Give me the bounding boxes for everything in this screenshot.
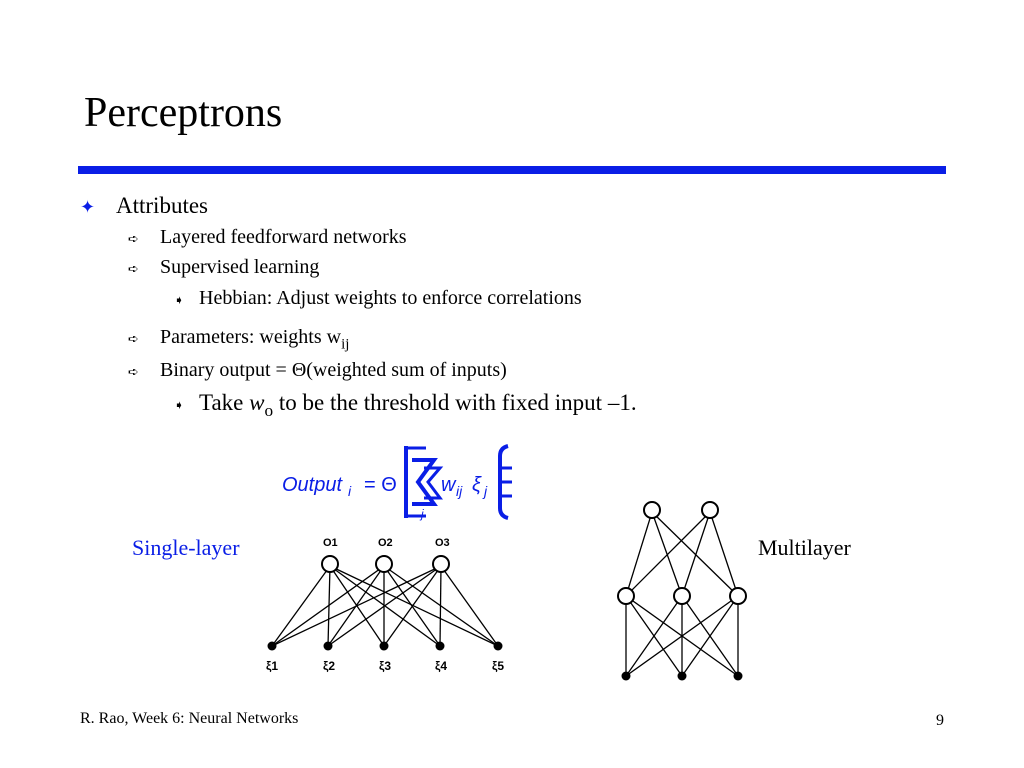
title-rule (78, 166, 946, 174)
formula-xi: ξ (472, 474, 482, 496)
bullet-layered: Layered feedforward networks (160, 226, 407, 248)
input-node (435, 641, 445, 651)
output-formula: Output i = Θ j w ij ξ j (282, 444, 512, 521)
formula-sum-index: j (419, 507, 424, 521)
input-node (493, 641, 503, 651)
take-suffix-text: to be the threshold with fixed input –1. (278, 390, 637, 415)
bullet-supervised: Supervised learning (160, 256, 320, 278)
formula-weight-subscript: ij (456, 483, 463, 499)
formula-lhs: Output (282, 474, 343, 496)
bullet-hebbian: Hebbian: Adjust weights to enforce corre… (199, 287, 582, 309)
output-node (321, 555, 339, 573)
formula-weight: w (441, 474, 457, 496)
single-layer-label: Single-layer (132, 535, 240, 560)
input-label: ξ1 (266, 659, 278, 673)
output-node (701, 501, 719, 519)
output-label: O3 (435, 537, 450, 549)
bullet-binary-output: Binary output = Θ(weighted sum of inputs… (160, 359, 507, 381)
parameters-text: Parameters: weights w (160, 326, 342, 348)
input-node (267, 641, 277, 651)
input-label: ξ4 (435, 659, 447, 673)
input-node (733, 671, 743, 681)
input-label: ξ2 (323, 659, 335, 673)
single-layer-input-labels: ξ1 ξ2 ξ3 ξ4 ξ5 (266, 659, 504, 673)
formula-lhs-subscript: i (348, 483, 352, 499)
arrowhead-bullet-icon: ➧ (174, 293, 185, 307)
output-node (375, 555, 393, 573)
input-node (323, 641, 333, 651)
input-node (621, 671, 631, 681)
input-label: ξ5 (492, 659, 504, 673)
footer-course: R. Rao, Week 6: Neural Networks (80, 710, 299, 727)
arrow-bullet-icon: ➪ (128, 232, 139, 247)
single-layer-output-labels: O1 O2 O3 (323, 537, 450, 549)
multilayer-connections (625, 511, 739, 677)
hidden-node (617, 587, 635, 605)
parameters-subscript: ij (341, 336, 350, 353)
formula-xi-subscript: j (482, 483, 488, 499)
bullet-parameters: Parameters: weights wij (160, 326, 350, 353)
input-node (379, 641, 389, 651)
hidden-node (673, 587, 691, 605)
input-label: ξ3 (379, 659, 391, 673)
arrow-bullet-icon: ➪ (128, 332, 139, 347)
output-label: O1 (323, 537, 338, 549)
input-node (677, 671, 687, 681)
arrow-bullet-icon: ➪ (128, 365, 139, 380)
multilayer-network-diagram (617, 501, 747, 681)
arrow-bullet-icon: ➪ (128, 262, 139, 277)
page-number: 9 (936, 712, 944, 729)
take-variable: w (249, 390, 265, 415)
arrowhead-bullet-icon: ➧ (174, 398, 185, 412)
multilayer-label: Multilayer (758, 535, 851, 560)
take-text: Take (199, 390, 244, 415)
output-node (432, 555, 450, 573)
hidden-node (729, 587, 747, 605)
output-node (643, 501, 661, 519)
single-layer-network-diagram: O1 O2 O3 ξ1 ξ2 ξ3 ξ4 ξ5 (266, 537, 504, 673)
bullet-attributes: Attributes (116, 193, 208, 218)
single-layer-output-nodes (321, 555, 450, 573)
single-layer-connections (271, 565, 499, 647)
single-layer-input-nodes (267, 641, 503, 651)
formula-bracket-glyph (404, 446, 444, 518)
bullet-threshold: Take wo to be the threshold with fixed i… (199, 390, 637, 419)
multilayer-input-nodes (621, 671, 743, 681)
formula-right-paren-glyph (498, 444, 512, 520)
slide-title: Perceptrons (84, 90, 283, 136)
multilayer-unit-nodes (617, 501, 747, 605)
formula-theta: = Θ (364, 474, 397, 496)
take-subscript: o (264, 401, 274, 421)
output-label: O2 (378, 537, 393, 549)
star-bullet-icon: ✦ (80, 197, 96, 218)
